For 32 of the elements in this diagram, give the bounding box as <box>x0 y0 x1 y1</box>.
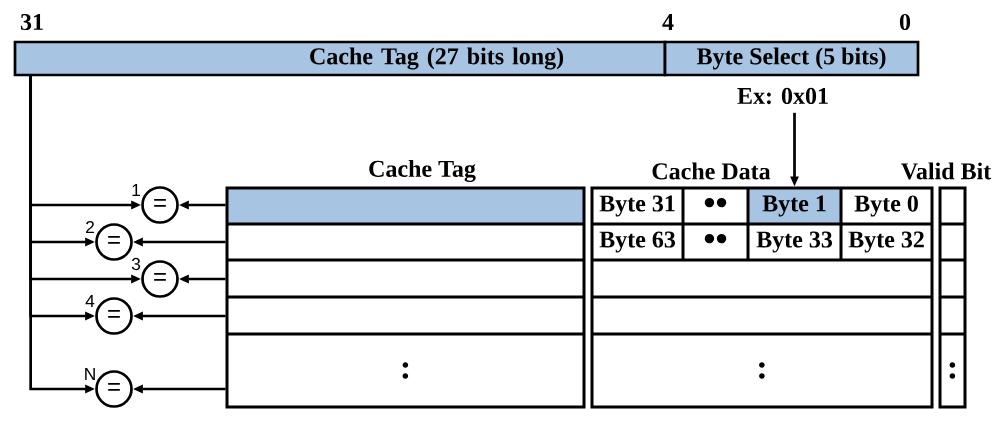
table-cell: Byte 31 <box>592 188 683 224</box>
column-heading: Cache Data <box>652 162 771 180</box>
table-row <box>227 224 584 260</box>
table-row <box>592 297 932 334</box>
comparator-number: N <box>85 368 95 380</box>
table-row: : <box>227 334 584 407</box>
table-row: : <box>940 334 965 407</box>
column-heading: Valid Bit <box>901 162 992 180</box>
table-row <box>227 260 584 297</box>
comparator-number: 3 <box>131 257 141 271</box>
bit-number: 4 <box>662 14 674 30</box>
table-cell: Byte 0 <box>841 188 932 224</box>
column-heading: Cache Tag <box>369 160 476 182</box>
example-label: Ex: 0x01 <box>737 87 828 105</box>
comparator-number: 4 <box>85 295 95 307</box>
comparator-number: 1 <box>132 184 140 196</box>
table-cell: Byte 63 <box>592 224 683 260</box>
comparator-number: 2 <box>86 220 94 234</box>
table-row <box>940 297 965 334</box>
table-cell: Byte 32 <box>841 224 932 260</box>
table-row <box>940 224 965 260</box>
table-cell: Byte 1 <box>748 188 841 224</box>
table-row <box>227 297 584 334</box>
table-row <box>592 260 932 297</box>
table-cell: Byte 33 <box>748 224 841 260</box>
table-cell: •• <box>683 188 748 224</box>
table-row: : <box>592 334 932 407</box>
table-row <box>227 188 584 224</box>
table-row <box>940 260 965 297</box>
table-cell: •• <box>683 224 748 260</box>
address-field: Byte Select (5 bits) <box>663 40 920 77</box>
table-row <box>940 188 965 224</box>
